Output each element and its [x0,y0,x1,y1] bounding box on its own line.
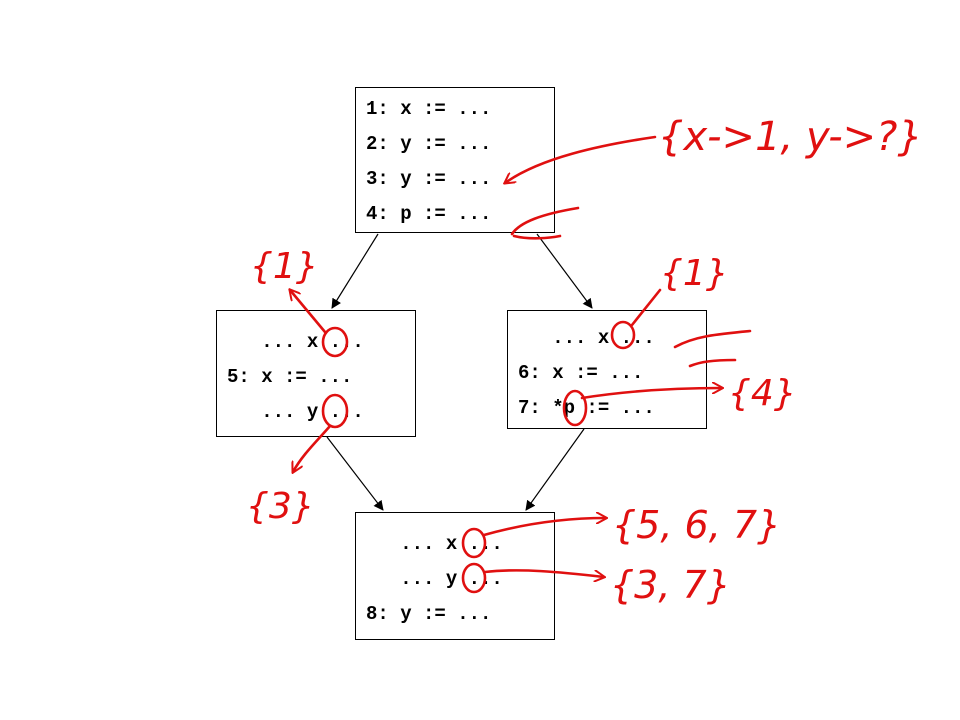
y-use-arrow [483,569,604,577]
x-use-circle [321,326,349,358]
code-line: 4: p := ... [366,203,492,225]
x-use-circle [461,527,487,559]
code-line: ... x ... [518,327,655,349]
basic-block-3: ... x ... 6: x := ... 7: *p := ... [507,310,707,429]
p-store-circle [562,389,588,427]
basic-block-1: 1: x := ... 2: y := ... 3: y := ... 4: p… [355,87,555,233]
y-use-circle [461,562,487,594]
code-line: 1: x := ... [366,98,492,120]
basic-block-4: ... x ... ... y ... 8: y := ... [355,512,555,640]
x-use-circle [610,320,636,350]
points-to-label: {x->1, y->?} [658,114,923,160]
code-line: 3: y := ... [366,168,492,190]
def-set-label: {3} [246,486,315,527]
line4-mark [510,206,580,240]
def-set-label: {5, 6, 7} [612,503,781,547]
code-line: 7: *p := ... [518,397,655,419]
line6-mark [673,329,752,368]
edge-2-to-4 [326,436,384,511]
code-line: 5: x := ... [227,366,353,388]
y-use-circle [321,393,349,429]
y-use-arrow [293,424,332,472]
def-set-label: {3, 7} [610,563,731,607]
code-line: 2: y := ... [366,133,492,155]
x-use-link [630,288,662,327]
def-set-label: {4} [728,373,797,414]
p-store-arrow [580,388,722,400]
edge-1-to-2 [331,233,379,309]
x-use-arrow [482,518,606,537]
def-set-label: {1} [660,253,729,294]
basic-block-2: ... x ... 5: x := ... ... y ... [216,310,416,437]
code-line: 6: x := ... [518,362,644,384]
edge-3-to-4 [525,428,585,511]
points-to-arrow [505,135,657,183]
x-use-arrow [290,290,327,334]
def-set-label: {1} [250,246,319,287]
code-line: 8: y := ... [366,603,492,625]
edge-1-to-3 [536,233,593,309]
